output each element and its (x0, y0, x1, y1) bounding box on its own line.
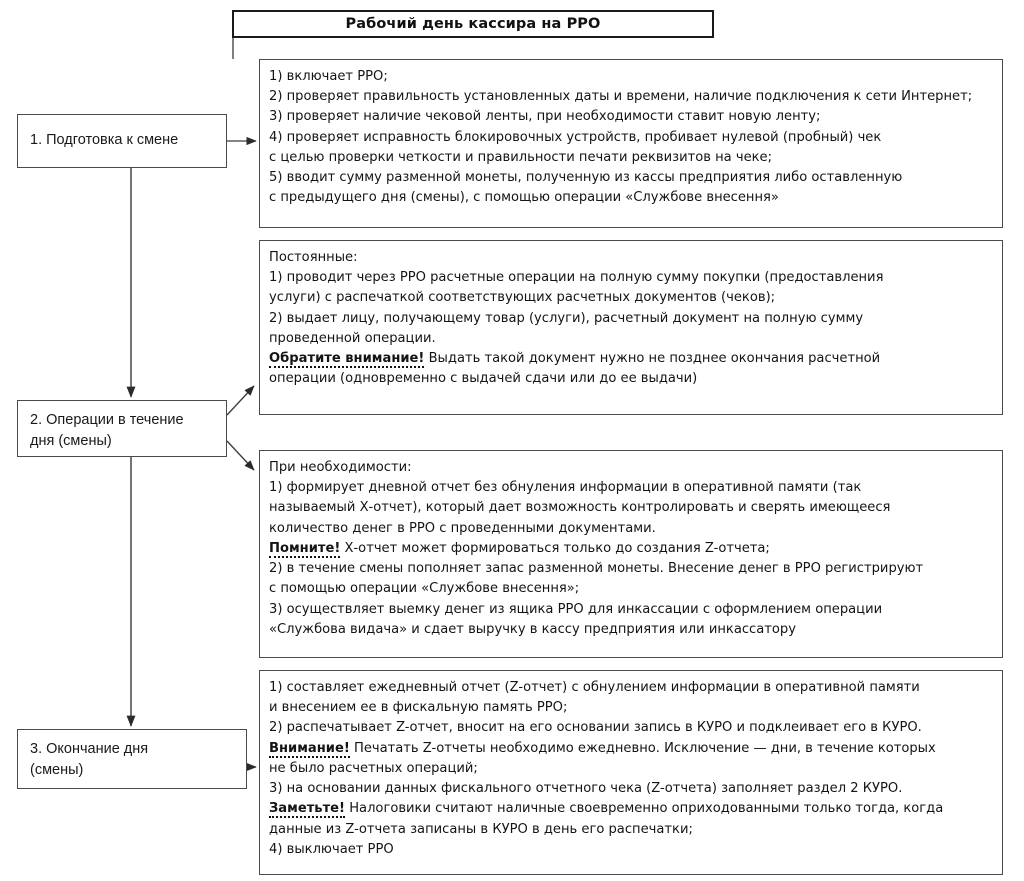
content-box-optional-operations: При необходимости: 1) формирует дневной … (259, 450, 1003, 658)
content-4-line-6: данные из Z-отчета записаны в КУРО в ден… (269, 821, 693, 837)
content-4-note1-line: Внимание! Печатать Z-отчеты необходимо е… (269, 739, 992, 759)
content-1-line-3: 3) проверяет наличие чековой ленты, при … (269, 109, 821, 125)
stage-box-preparation[interactable]: 1. Подготовка к смене (17, 114, 227, 168)
content-4-line-5: 3) на основании данных фискального отчет… (269, 781, 903, 797)
stage-2-label-line1: 2. Операции в течение (30, 412, 184, 428)
content-4-line-3: 2) распечатывает Z-отчет, вносит на его … (269, 720, 922, 736)
content-1-line-5: с целью проверки четкости и правильности… (269, 149, 773, 165)
content-4-line-4: не было расчетных операций; (269, 760, 478, 776)
content-3-line-4: количество денег в РРО с проведенными до… (269, 520, 656, 536)
content-4-note1-label: Внимание! (269, 740, 350, 758)
content-box-end-of-day-tasks: 1) составляет ежедневный отчет (Z-отчет)… (259, 670, 1003, 875)
content-2-line-5: проведенной операции. (269, 330, 436, 346)
content-2-note-line: Обратите внимание! Выдать такой документ… (269, 349, 992, 369)
content-3-line-3: называемый Х-отчет), который дает возмож… (269, 500, 891, 516)
content-2-note-text: Выдать такой документ нужно не позднее о… (424, 351, 881, 367)
content-2-note-label: Обратите внимание! (269, 351, 425, 369)
connector-stage2-to-content3 (226, 440, 255, 471)
connector-stage2-to-content2 (226, 385, 255, 416)
chart-title-box: Рабочий день кассира на РРО (232, 10, 714, 38)
stage-3-label-line2: (смены) (30, 762, 84, 779)
content-4-note1-text: Печатать Z-отчеты необходимо ежедневно. … (349, 740, 936, 756)
content-3-line-6: с помощью операции «Службове внесення»; (269, 581, 580, 597)
content-4-note2-line: Заметьте! Налоговики считают наличные св… (269, 799, 992, 819)
content-2-line-2: 1) проводит через РРО расчетные операции… (269, 270, 884, 286)
content-4-line-7: 4) выключает РРО (269, 841, 394, 857)
stage-box-operations[interactable]: 2. Операции в течение дня (смены) (17, 400, 227, 457)
content-box-preparation-tasks: 1) включает РРО; 2) проверяет правильнос… (259, 59, 1003, 228)
content-3-line-2: 1) формирует дневной отчет без обнуления… (269, 480, 862, 496)
content-box-permanent-operations: Постоянные: 1) проводит через РРО расчет… (259, 240, 1003, 415)
content-3-note-text: Х-отчет может формироваться только до со… (340, 540, 770, 556)
content-2-line-1: Постоянные: (269, 250, 358, 265)
content-4-line-2: и внесением ее в фискальную память РРО; (269, 700, 568, 716)
content-2-note-line-2: операции (одновременно с выдачей сдачи и… (269, 371, 698, 387)
stage-box-end-of-day[interactable]: 3. Окончание дня (смены) (17, 729, 247, 789)
content-1-line-7: с предыдущего дня (смены), с помощью опе… (269, 190, 779, 206)
content-3-line-5: 2) в течение смены пополняет запас разме… (269, 561, 924, 577)
chart-title-text: Рабочий день кассира на РРО (345, 15, 601, 32)
content-3-note-label: Помните! (269, 540, 341, 558)
content-3-line-1: При необходимости: (269, 460, 412, 475)
content-2-line-4: 2) выдает лицу, получающему товар (услуг… (269, 310, 864, 326)
content-2-line-3: услуги) с распечаткой соответствующих ра… (269, 290, 776, 306)
stage-2-label-line2: дня (смены) (30, 433, 112, 450)
content-4-note2-text: Налоговики считают наличные своевременно… (345, 801, 944, 817)
stage-3-label-line1: 3. Окончание дня (30, 741, 149, 757)
content-4-line-1: 1) составляет ежедневный отчет (Z-отчет)… (269, 680, 920, 695)
content-1-line-6: 5) вводит сумму разменной монеты, получе… (269, 170, 903, 186)
content-3-line-7: 3) осуществляет выемку денег из ящика РР… (269, 601, 883, 617)
content-1-line-1: 1) включает РРО; (269, 69, 388, 84)
stage-1-label: 1. Подготовка к смене (30, 132, 179, 149)
content-4-note2-label: Заметьте! (269, 801, 346, 819)
content-3-note-line: Помните! Х-отчет может формироваться тол… (269, 539, 992, 559)
content-1-line-2: 2) проверяет правильность установленных … (269, 89, 973, 105)
content-3-line-8: «Службова видача» и сдает выручку в касс… (269, 621, 796, 637)
content-1-line-4: 4) проверяет исправность блокировочных у… (269, 129, 882, 145)
